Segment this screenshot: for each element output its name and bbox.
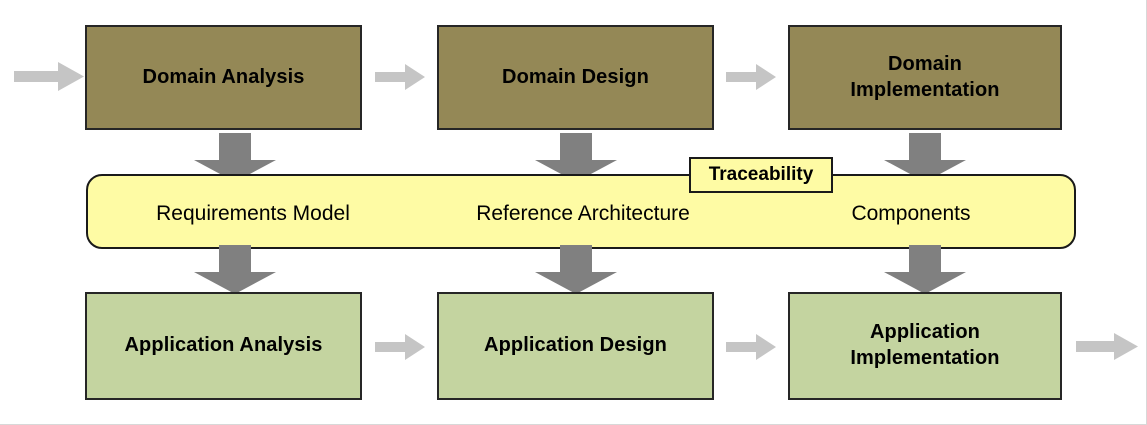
down-arrow-from-requirements-model xyxy=(194,245,276,294)
box-domain-analysis[interactable]: Domain Analysis xyxy=(85,25,362,130)
flow-arrow-application-design-to-implementation xyxy=(726,334,776,360)
box-application-implementation-label-line2: Implementation xyxy=(850,347,1000,369)
box-application-implementation-label-line1: Application xyxy=(869,321,980,344)
down-arrow-to-reference-architecture xyxy=(535,133,617,182)
box-domain-implementation[interactable]: Domain Implementation xyxy=(788,25,1062,130)
box-application-design[interactable]: Application Design xyxy=(437,292,714,400)
box-domain-implementation-label-line1: Domain xyxy=(888,52,962,75)
down-arrow-from-reference-architecture xyxy=(535,245,617,294)
input-arrow xyxy=(14,62,84,91)
box-application-analysis-label: Application Analysis xyxy=(124,334,323,357)
box-application-implementation-label: Application Implementation xyxy=(838,320,1011,371)
down-arrow-from-components xyxy=(884,245,966,294)
down-arrow-to-requirements-model xyxy=(194,133,276,182)
flow-arrow-application-analysis-to-design xyxy=(375,334,425,360)
box-application-design-label: Application Design xyxy=(484,334,667,357)
artifact-label-components: Components xyxy=(851,201,971,225)
artifact-band: Requirements Model Reference Architectur… xyxy=(86,174,1076,249)
box-application-analysis[interactable]: Application Analysis xyxy=(85,292,362,400)
artifact-label-reference-architecture: Reference Architecture xyxy=(476,201,690,225)
box-domain-design-label: Domain Design xyxy=(502,65,649,88)
flow-arrow-domain-analysis-to-design xyxy=(375,64,425,90)
artifact-label-requirements-model: Requirements Model xyxy=(156,201,350,225)
traceability-callout-label: Traceability xyxy=(708,164,814,185)
box-domain-implementation-label-line2: Implementation xyxy=(850,78,1000,101)
box-domain-implementation-label: Domain Implementation xyxy=(838,52,1011,103)
flow-arrow-domain-design-to-implementation xyxy=(726,64,776,90)
down-arrow-to-components xyxy=(884,133,966,182)
box-domain-analysis-label: Domain Analysis xyxy=(142,65,305,88)
box-domain-design[interactable]: Domain Design xyxy=(437,25,714,130)
output-arrow xyxy=(1076,333,1138,360)
traceability-callout[interactable]: Traceability xyxy=(689,157,833,193)
box-application-implementation[interactable]: Application Implementation xyxy=(788,292,1062,400)
